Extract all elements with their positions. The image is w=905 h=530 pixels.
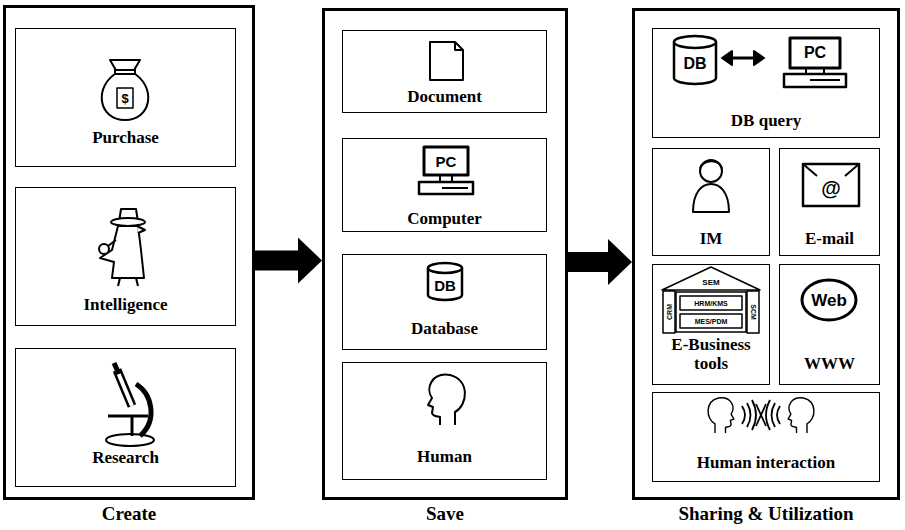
icon-text: SEM (702, 279, 719, 287)
stage-heading: Sharing & Utilization (615, 503, 905, 525)
spy-icon (99, 209, 145, 286)
item-label: Purchase (92, 128, 159, 148)
icon-text: PC (436, 154, 457, 169)
icon-text: @ (821, 178, 841, 198)
item-label: Document (407, 87, 482, 107)
icon-text: CRM (666, 304, 673, 320)
item-label: IM (700, 229, 723, 249)
computer-icon (419, 147, 473, 194)
icon-text: HRM/KMS (694, 300, 727, 307)
im-person-icon (693, 160, 729, 212)
stage-heading: Save (305, 503, 585, 525)
item-box: Database (342, 254, 547, 350)
item-label: Computer (407, 209, 482, 229)
flow-arrow (255, 238, 322, 284)
icon-text: $ (121, 92, 128, 105)
item-label: Research (92, 448, 159, 468)
human-interaction-icon (708, 398, 814, 433)
stage-panel: Sharing & UtilizationDB queryIME-mailE-B… (632, 8, 900, 500)
item-label: Human (417, 447, 472, 467)
icon-text: MES/PDM (695, 318, 728, 325)
item-box: Research (15, 348, 236, 487)
item-box: E-mail (779, 148, 880, 256)
item-box: Human (342, 362, 547, 480)
human-head-icon (428, 375, 465, 425)
item-label: DB query (731, 111, 801, 131)
database-icon (428, 263, 462, 300)
web-icon (802, 280, 856, 320)
stage-heading: Create (0, 503, 272, 525)
envelope-icon (803, 164, 859, 206)
item-label: E-mail (805, 229, 854, 249)
ebusiness-icon (662, 267, 760, 333)
stage-panel: CreatePurchaseIntelligenceResearch (3, 5, 255, 500)
icon-text: DB (683, 56, 706, 72)
item-box: WWW (779, 264, 880, 385)
db-query-icon (674, 36, 846, 87)
item-label: Human interaction (697, 453, 835, 473)
item-label: WWW (804, 354, 855, 374)
item-box: Document (342, 30, 547, 113)
icon-text: PC (804, 45, 826, 61)
item-box: Computer (342, 138, 547, 232)
icon-text: SCM (750, 304, 757, 320)
money-bag-icon (102, 60, 149, 120)
item-box: Human interaction (652, 392, 880, 482)
icon-text: Web (811, 292, 847, 309)
item-label: E-Business tools (659, 335, 763, 374)
icon-text: DB (434, 278, 456, 293)
microscope-icon (106, 363, 154, 446)
stage-panel: SaveDocumentComputerDatabaseHuman (322, 8, 568, 500)
item-label: Database (411, 319, 478, 339)
flow-arrow (568, 239, 632, 285)
item-box: IM (652, 148, 770, 256)
document-icon (430, 42, 463, 80)
item-box: DB query (652, 28, 880, 138)
item-box: Intelligence (15, 187, 236, 326)
item-label: Intelligence (83, 295, 167, 315)
